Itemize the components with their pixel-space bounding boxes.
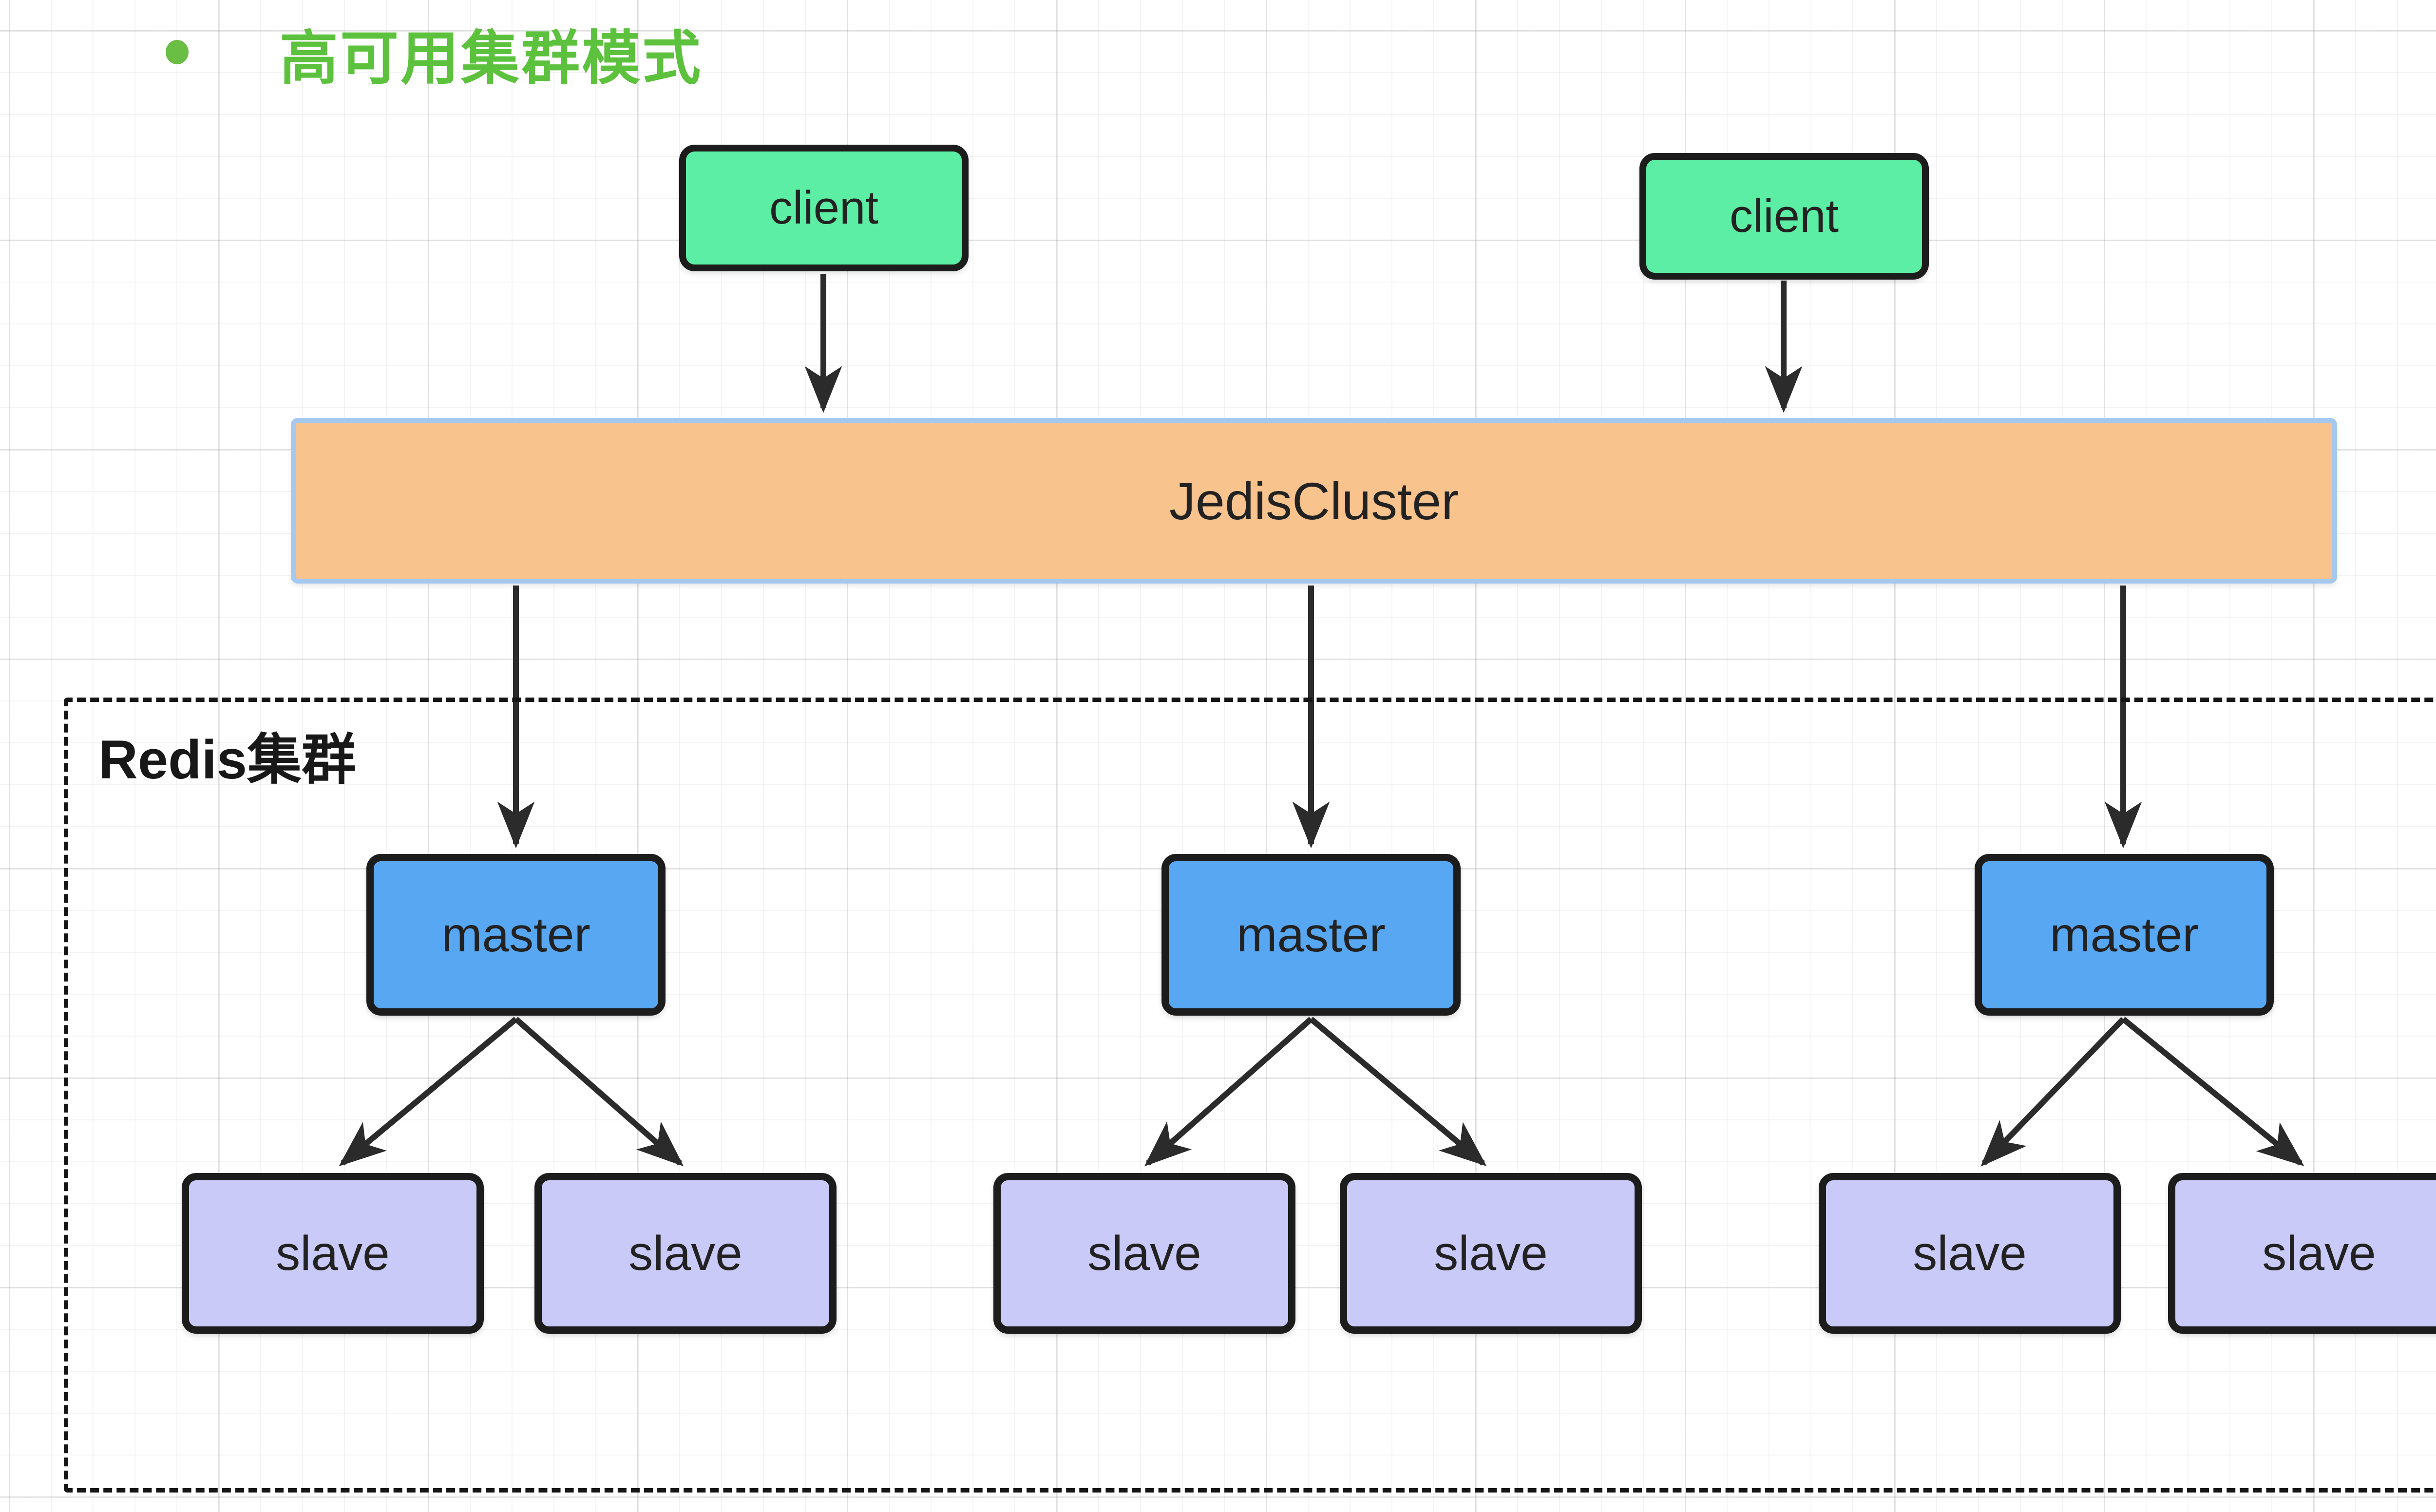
slave-node-4: slave [1340, 1173, 1642, 1334]
client-node-2-label: client [1729, 190, 1839, 242]
redis-cluster-container: Redis集群 [64, 698, 2436, 1493]
client-node-1-label: client [769, 182, 879, 234]
slave-node-1: slave [182, 1173, 484, 1334]
slave-node-2-label: slave [628, 1226, 742, 1281]
redis-cluster-label: Redis集群 [98, 729, 356, 790]
title-row: 高可用集群模式 [0, 0, 1072, 107]
slave-node-5: slave [1819, 1173, 2121, 1334]
slave-node-1-label: slave [276, 1226, 390, 1281]
master-node-1-label: master [441, 907, 590, 962]
master-node-1: master [366, 854, 666, 1016]
client-node-2: client [1639, 153, 1929, 280]
client-node-1: client [679, 145, 969, 271]
master-node-3: master [1975, 854, 2274, 1016]
jediscluster-label: JedisCluster [1169, 471, 1459, 530]
slave-node-3: slave [993, 1173, 1295, 1334]
bullet-icon [166, 40, 189, 64]
jediscluster-node: JedisCluster [291, 418, 2337, 584]
slave-node-6-label: slave [2262, 1226, 2376, 1281]
master-node-2: master [1161, 854, 1461, 1016]
page-title: 高可用集群模式 [280, 26, 703, 91]
slave-node-6: slave [2168, 1173, 2436, 1334]
slave-node-2: slave [534, 1173, 837, 1334]
slave-node-3-label: slave [1087, 1226, 1201, 1281]
master-node-2-label: master [1237, 907, 1386, 962]
slave-node-5-label: slave [1913, 1226, 2027, 1281]
slave-node-4-label: slave [1434, 1226, 1548, 1281]
master-node-3-label: master [2050, 907, 2199, 962]
